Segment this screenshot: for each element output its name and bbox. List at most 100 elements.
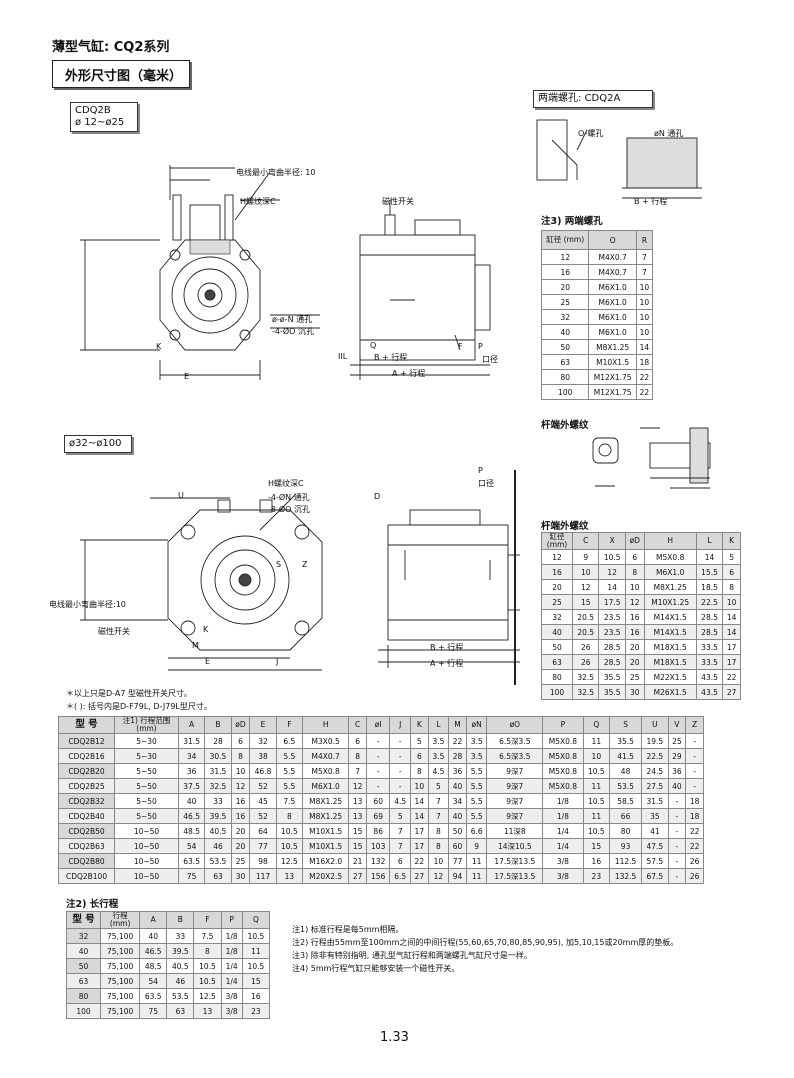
table-cell: 14 <box>410 808 429 824</box>
table-cell: 63 <box>204 868 232 884</box>
table-cell: 80 <box>65 988 102 1004</box>
main-table-header-8: C <box>348 716 367 734</box>
table-cell: 5 <box>427 778 450 794</box>
table-cell: 8 <box>230 748 251 764</box>
table-cell: 10.5 <box>241 928 271 944</box>
table-cell: 63 <box>540 654 574 670</box>
table-cell: 33 <box>204 793 232 809</box>
table-cell: 15 <box>582 838 611 854</box>
table-cell: 32 <box>540 309 590 325</box>
table-cell: 10.5 <box>193 973 222 989</box>
table-cell: M12X1.75 <box>588 369 637 385</box>
table-cell: 8 <box>427 838 450 854</box>
table-cell: 6 <box>722 564 741 580</box>
table-cell: 10 <box>582 748 611 764</box>
table-cell: 16 <box>582 853 611 869</box>
both-end-o-hole: O-螺孔 <box>578 129 604 138</box>
table-cell: M26X1.5 <box>643 684 697 700</box>
table-cell: 10.5 <box>582 823 611 839</box>
table-cell: 53.5 <box>204 853 232 869</box>
star-note-2: ＊( ): 括号内是D-F79L, D-J79L型尺寸。 <box>66 702 212 711</box>
table-cell: 7.5 <box>275 793 304 809</box>
table-cell: 5~30 <box>114 748 179 764</box>
table-cell: 9深7 <box>486 763 544 779</box>
table-cell: 15 <box>572 594 600 610</box>
main-table-header-4: øD <box>230 716 251 734</box>
star-note-1: ＊以上只是D-A7 型磁性开关尺寸。 <box>66 689 192 698</box>
table-cell: M5X0.8 <box>542 733 584 749</box>
table-cell: 16 <box>230 793 251 809</box>
table-cell: 132.5 <box>608 868 643 884</box>
table-cell: 5 <box>389 808 411 824</box>
table-cell: 20 <box>624 639 645 655</box>
both-end-caption: 注3) 两端螺孔 <box>541 216 603 227</box>
small-dim-k: K <box>156 342 162 351</box>
table-cell: CDQ2B25 <box>57 778 116 794</box>
table-cell: 11 <box>241 943 271 959</box>
large-stroke-b: B + 行程 <box>430 643 464 652</box>
table-cell: 32 <box>540 609 574 625</box>
table-cell: 35.5 <box>608 733 643 749</box>
table-cell: M6X1.0 <box>588 279 637 295</box>
table-cell: 16 <box>624 609 645 625</box>
table-cell: 6 <box>624 549 645 565</box>
table-cell: 12 <box>624 594 645 610</box>
large-switch: 磁性开关 <box>98 627 130 636</box>
main-table-header-6: F <box>275 716 304 734</box>
table-cell: 3/8 <box>220 1003 243 1019</box>
table-cell: 12 <box>348 778 367 794</box>
long-stroke-header-2: A <box>139 911 168 929</box>
table-cell: 10 <box>635 279 654 295</box>
table-cell: 112.5 <box>608 853 643 869</box>
table-cell: M22X1.5 <box>643 669 697 685</box>
main-table-header-2: A <box>177 716 206 734</box>
table-cell: 63.5 <box>177 853 206 869</box>
page-number: 1.33 <box>380 1030 409 1045</box>
table-cell: 22.5 <box>695 594 724 610</box>
table-cell: 18 <box>685 808 704 824</box>
footnote-3: 注3) 除非有特别指明, 通孔型气缸行程和两端螺孔气缸尺寸是一样。 <box>292 951 532 960</box>
table-cell: 1/4 <box>542 838 584 854</box>
table-cell: 28 <box>204 733 232 749</box>
table-cell: 3.5 <box>427 733 450 749</box>
table-cell: 27.5 <box>641 778 669 794</box>
table-cell: 29 <box>667 748 687 764</box>
table-cell: 5.5 <box>465 778 488 794</box>
table-cell: 17 <box>722 654 741 670</box>
main-table-header-19: U <box>641 716 669 734</box>
table-cell: 6 <box>389 853 411 869</box>
table-cell: 3.5 <box>465 748 488 764</box>
table-cell: 5~30 <box>114 733 179 749</box>
table-cell: M8X1.25 <box>302 793 350 809</box>
large-dim-u: U <box>178 491 184 500</box>
table-cell: 5.5 <box>465 808 488 824</box>
table-cell: 1/8 <box>542 808 584 824</box>
table-cell: 22 <box>635 384 654 400</box>
table-cell: 93 <box>608 838 643 854</box>
table-cell: 41 <box>641 823 669 839</box>
table-cell: 9 <box>572 549 600 565</box>
table-cell: 27 <box>348 868 367 884</box>
table-cell: 1/4 <box>220 973 243 989</box>
large-h-thread: H螺纹深C <box>268 479 304 488</box>
table-cell: 40.5 <box>204 823 232 839</box>
table-cell: 10 <box>624 579 645 595</box>
long-stroke-header-6: Q <box>241 911 271 929</box>
table-cell: 28.5 <box>598 639 626 655</box>
both-end-label: 两端螺孔: CDQ2A <box>533 90 653 108</box>
table-cell: 7 <box>389 838 411 854</box>
small-h-thread: H螺纹深C <box>240 197 276 206</box>
table-cell: 28.5 <box>598 654 626 670</box>
table-cell: 66 <box>608 808 643 824</box>
